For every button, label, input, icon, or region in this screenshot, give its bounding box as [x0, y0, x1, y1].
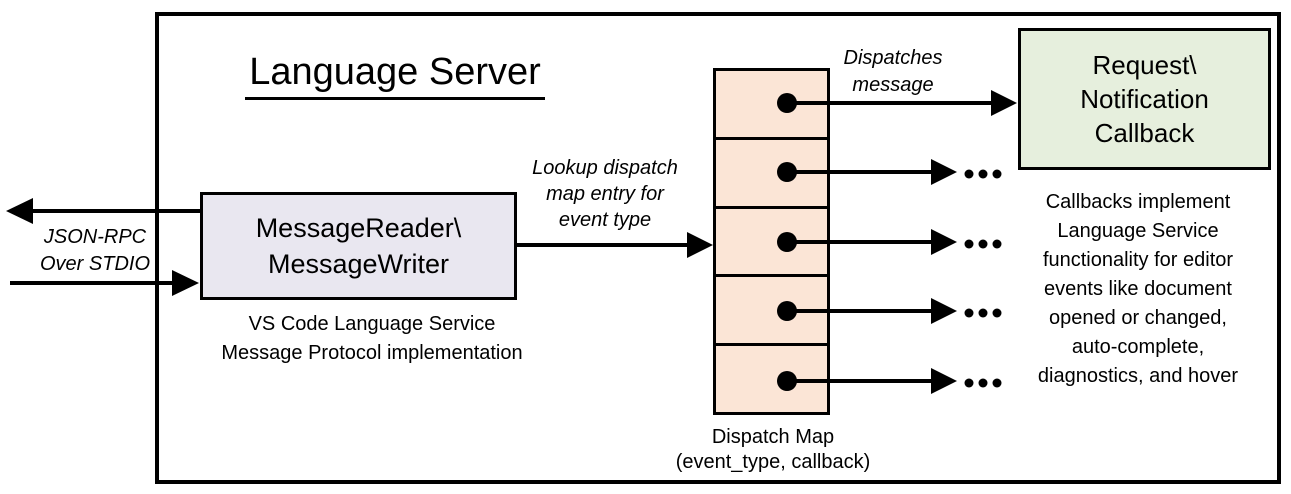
- request-notification-callback-node: Request\ Notification Callback: [1018, 28, 1271, 170]
- callback-node-line2: Notification: [1080, 84, 1209, 114]
- dispatches-label-line1: Dispatches: [843, 47, 943, 69]
- json-rpc-stdio-label: JSON-RPC Over STDIO: [25, 224, 165, 278]
- dispatch-map-cell: [716, 140, 827, 209]
- lookup-label-line3: event type: [558, 209, 652, 231]
- message-reader-writer-node: MessageReader\ MessageWriter: [200, 192, 517, 300]
- callback-node-line3: Callback: [1094, 118, 1195, 148]
- reader-caption-line2: Message Protocol implementation: [221, 342, 523, 364]
- dispatch-map-cell: [716, 346, 827, 412]
- callbacks-note-line2: Language Service: [1057, 220, 1219, 242]
- dispatch-map-cell: [716, 209, 827, 278]
- lookup-label-line1: Lookup dispatch: [532, 157, 678, 179]
- callbacks-note-line6: auto-complete,: [1071, 336, 1205, 358]
- reader-caption-line1: VS Code Language Service: [248, 313, 496, 335]
- page-title: Language Server: [155, 50, 635, 100]
- callbacks-note-line3: functionality for editor: [1042, 249, 1234, 271]
- page-title-text: Language Server: [245, 50, 545, 100]
- dispatches-message-label: Dispatches message: [833, 45, 953, 99]
- callbacks-note-line5: opened or changed,: [1049, 307, 1227, 329]
- dispatch-map-cell: [716, 71, 827, 140]
- lookup-label-line2: map entry for: [546, 183, 664, 205]
- callback-node-line1: Request\: [1092, 50, 1197, 80]
- callbacks-note-line1: Callbacks implement: [1045, 191, 1231, 213]
- reader-node-caption: VS Code Language Service Message Protoco…: [180, 310, 564, 368]
- dispatch-map-node: [713, 68, 830, 415]
- json-rpc-label-line1: JSON-RPC: [43, 226, 147, 248]
- json-rpc-label-line2: Over STDIO: [39, 253, 150, 275]
- dispatches-label-line2: message: [852, 74, 934, 96]
- reader-node-line2: MessageWriter: [267, 249, 450, 279]
- lookup-dispatch-label: Lookup dispatch map entry for event type: [515, 155, 695, 233]
- callbacks-note: Callbacks implement Language Service fun…: [1005, 188, 1271, 391]
- dispatch-map-cell: [716, 277, 827, 347]
- language-server-container-box: [155, 12, 1281, 484]
- reader-node-line1: MessageReader\: [255, 213, 462, 243]
- callbacks-note-line7: diagnostics, and hover: [1037, 365, 1239, 387]
- dispatch-map-caption: Dispatch Map (event_type, callback): [658, 425, 888, 475]
- dispatch-caption-line2: (event_type, callback): [675, 451, 871, 473]
- dispatch-caption-line1: Dispatch Map: [711, 426, 835, 448]
- callbacks-note-line4: events like document: [1044, 278, 1232, 300]
